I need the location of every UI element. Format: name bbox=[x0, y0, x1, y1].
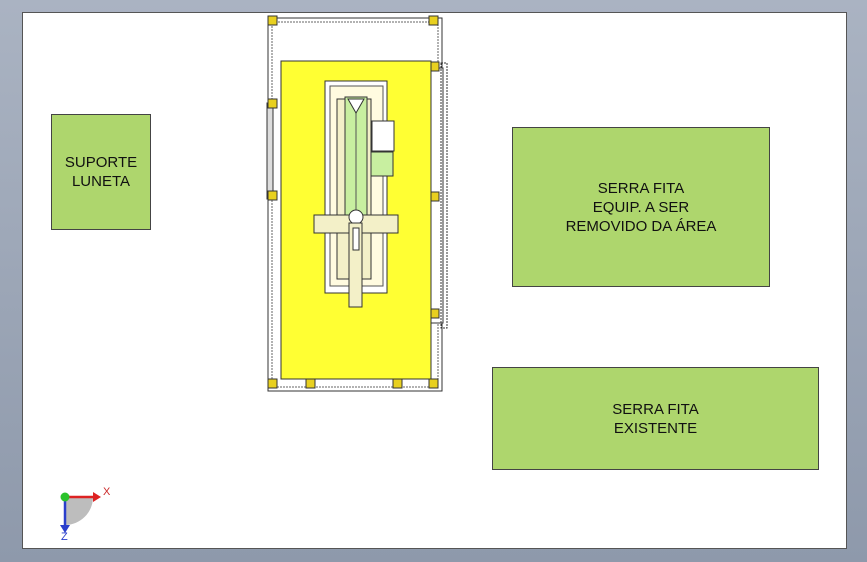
motor-green bbox=[370, 151, 394, 177]
motor-block bbox=[371, 120, 395, 152]
corner-bracket bbox=[428, 378, 439, 389]
box-serra-fita-removida: SERRA FITA EQUIP. A SER REMOVIDO DA ÁREA bbox=[512, 127, 770, 287]
box-serra-fita-existente-text: SERRA FITA EXISTENTE bbox=[612, 400, 699, 437]
slide-knob bbox=[352, 227, 360, 251]
axis-triad bbox=[60, 492, 101, 533]
drawing-viewport[interactable]: SUPORTE LUNETA SERRA FITA EQUIP. A SER R… bbox=[22, 12, 847, 549]
corner-bracket bbox=[267, 98, 278, 109]
box-serra-fita-existente: SERRA FITA EXISTENTE bbox=[492, 367, 819, 470]
x-axis-label: X bbox=[103, 486, 111, 498]
corner-bracket bbox=[428, 15, 439, 26]
left-rail bbox=[266, 102, 274, 200]
box-suporte-luneta-text: SUPORTE LUNETA bbox=[64, 154, 138, 190]
machine-plan bbox=[266, 15, 448, 392]
z-axis-label: Z bbox=[61, 531, 68, 543]
column-top bbox=[347, 98, 365, 115]
corner-bracket bbox=[267, 190, 278, 201]
right-rail-outer bbox=[440, 62, 448, 329]
corner-bracket bbox=[267, 15, 278, 26]
corner-bracket bbox=[392, 378, 403, 389]
box-suporte-luneta: SUPORTE LUNETA bbox=[51, 114, 151, 230]
x-axis-arrow bbox=[93, 492, 101, 502]
box-serra-fita-removida-text: SERRA FITA EQUIP. A SER REMOVIDO DA ÁREA bbox=[565, 179, 717, 235]
triad-shade bbox=[65, 497, 93, 525]
corner-bracket bbox=[305, 378, 316, 389]
z-axis-arrow bbox=[60, 525, 70, 533]
corner-bracket bbox=[267, 378, 278, 389]
y-axis-dot bbox=[60, 492, 70, 502]
pivot bbox=[348, 209, 364, 225]
